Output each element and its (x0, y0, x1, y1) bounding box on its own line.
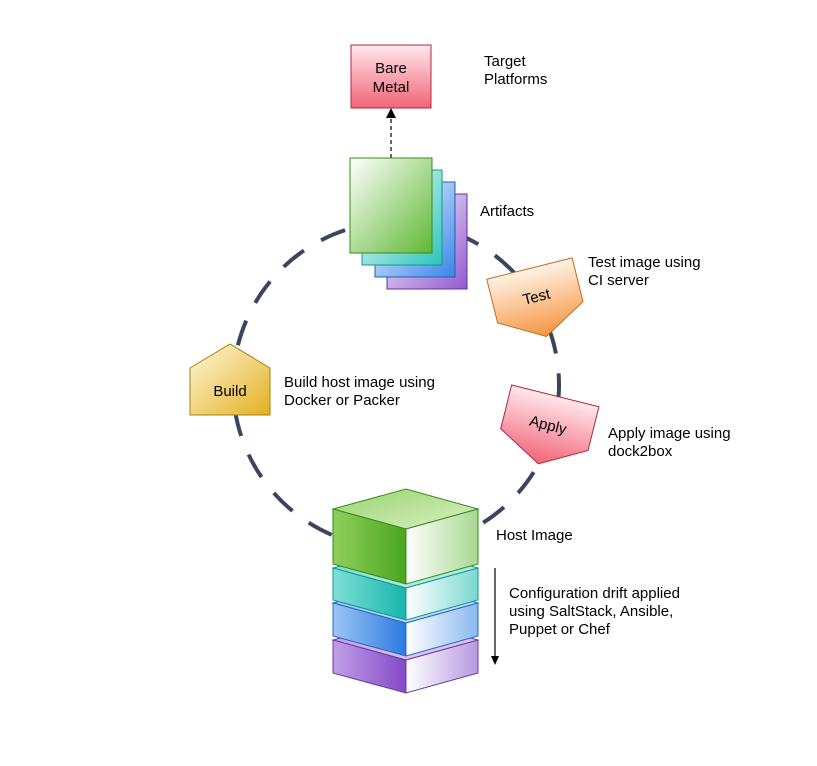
bare-metal-node: Bare Metal (350, 44, 432, 109)
deploy-arrow-head (386, 108, 396, 118)
artifact-card-green (349, 157, 433, 254)
test-label: Test (521, 285, 553, 308)
drift-desc-line3: Puppet or Chef (509, 621, 611, 638)
build-label: Build (213, 383, 246, 400)
drift-desc-line1: Configuration drift applied (509, 585, 680, 602)
host-image-stack (331, 488, 480, 694)
drift-arrow-head (491, 656, 499, 665)
apply-node: Apply (500, 384, 600, 465)
bare-metal-label-line2: Metal (373, 79, 410, 96)
build-desc-line1: Build host image using (284, 374, 435, 391)
target-platforms-label-line2: Platforms (484, 71, 547, 88)
apply-desc-line1: Apply image using (608, 425, 731, 442)
layer-green (331, 488, 480, 585)
bare-metal-label-line1: Bare (375, 60, 407, 77)
build-node: Build (189, 343, 271, 416)
target-platforms-label-line1: Target (484, 53, 527, 70)
apply-desc-line2: dock2box (608, 443, 673, 460)
host-image-label: Host Image (496, 527, 573, 544)
build-desc-line2: Docker or Packer (284, 392, 400, 409)
artifacts-stack (349, 157, 468, 290)
artifacts-label: Artifacts (480, 203, 534, 220)
test-desc-line2: CI server (588, 272, 649, 289)
test-desc-line1: Test image using (588, 254, 701, 271)
test-node: Test (486, 257, 584, 338)
drift-desc-line2: using SaltStack, Ansible, (509, 603, 673, 620)
